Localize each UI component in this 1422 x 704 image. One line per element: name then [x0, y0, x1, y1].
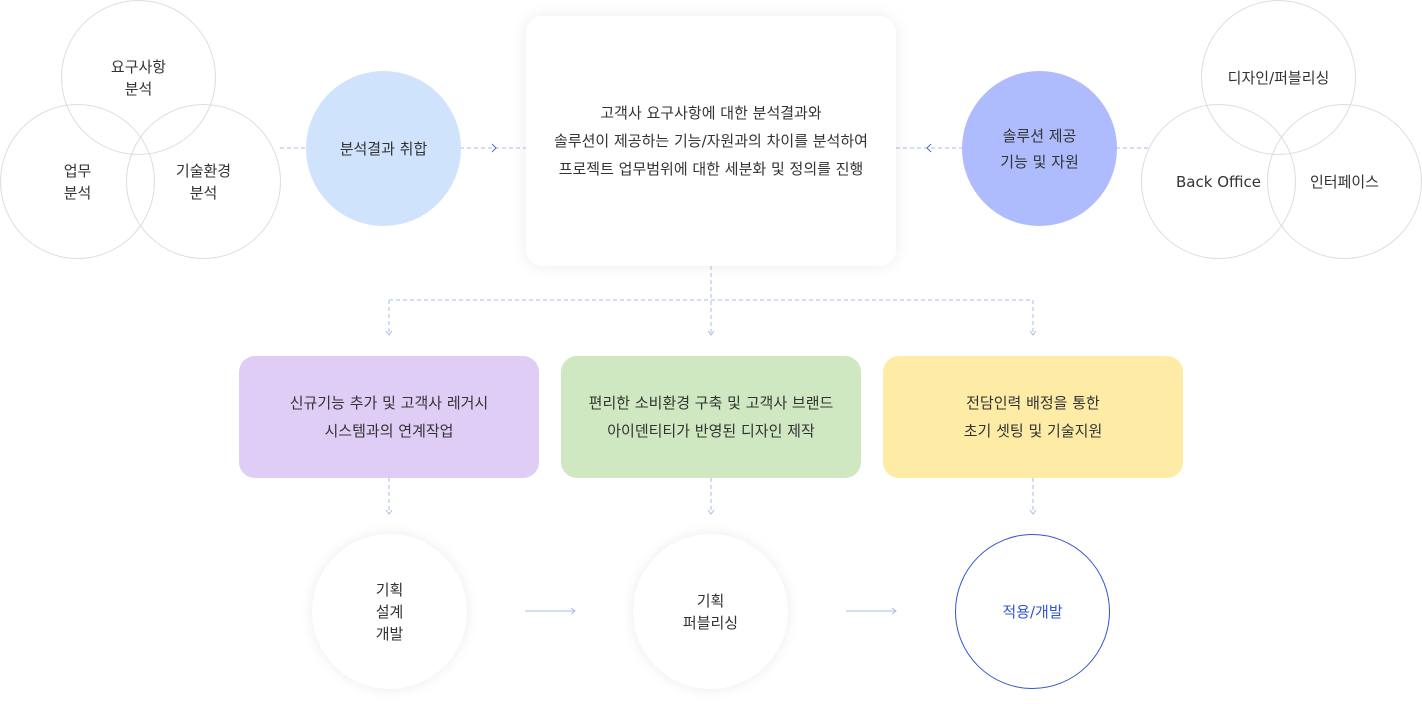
- arrow-right-icon: [891, 607, 897, 615]
- card-support: 전담인력 배정을 통한 초기 셋팅 및 기술지원: [883, 356, 1183, 478]
- analysis-node: 분석결과 취합: [306, 71, 461, 226]
- arrow-down-icon: [1029, 509, 1037, 515]
- arrow-right-icon: [570, 607, 576, 615]
- venn-ring-tech: [126, 104, 281, 259]
- arrow-down-icon: [707, 330, 715, 336]
- arrow-down-icon: [385, 330, 393, 336]
- venn-label-requirements: 요구사항 분석: [110, 58, 167, 98]
- arrow-down-icon: [385, 509, 393, 515]
- step-apply-development: 적용/개발: [955, 534, 1110, 689]
- card-design: 편리한 소비환경 구축 및 고객사 브랜드 아이덴티티가 반영된 디자인 제작: [561, 356, 861, 478]
- scope-definition-box: 고객사 요구사항에 대한 분석결과와 솔루션이 제공하는 기능/자원과의 차이를…: [526, 16, 896, 266]
- step-planning-publishing: 기획 퍼블리싱: [633, 534, 788, 689]
- arrow-down-icon: [707, 509, 715, 515]
- step-planning-development: 기획 설계 개발: [312, 534, 467, 689]
- venn-label-business: 업무 분석: [63, 162, 92, 202]
- venn-label-backoffice: Back Office: [1176, 173, 1261, 191]
- solution-node: 솔루션 제공 기능 및 자원: [962, 71, 1117, 226]
- venn-label-design: 디자인/퍼블리싱: [1227, 69, 1330, 87]
- arrow-left-icon: [926, 143, 932, 153]
- arrow-down-icon: [1029, 330, 1037, 336]
- venn-label-tech: 기술환경 분석: [175, 162, 232, 202]
- arrow-right-icon: [491, 143, 497, 153]
- venn-label-interface: 인터페이스: [1309, 173, 1379, 191]
- card-integration: 신규기능 추가 및 고객사 레거시 시스템과의 연계작업: [239, 356, 539, 478]
